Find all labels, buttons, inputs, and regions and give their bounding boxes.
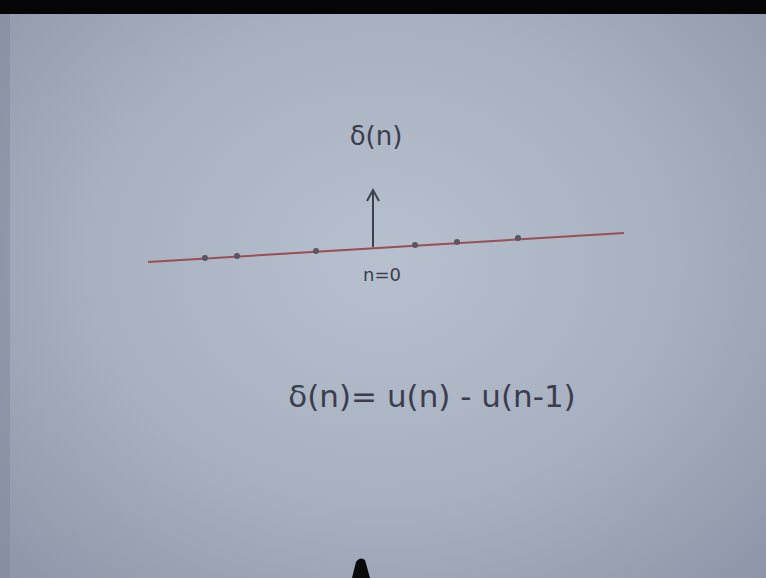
impulse-arrowhead [367,190,379,201]
impulse-stem [372,192,374,247]
n-axis [148,233,624,262]
pen-tip [352,558,370,578]
left-shade [0,14,10,578]
origin-label: n=0 [363,264,401,285]
signal-title: δ(n) [350,121,403,151]
equation: δ(n)= u(n) - u(n-1) [288,378,575,414]
sample-dots [202,235,521,261]
top-bar [0,0,766,14]
